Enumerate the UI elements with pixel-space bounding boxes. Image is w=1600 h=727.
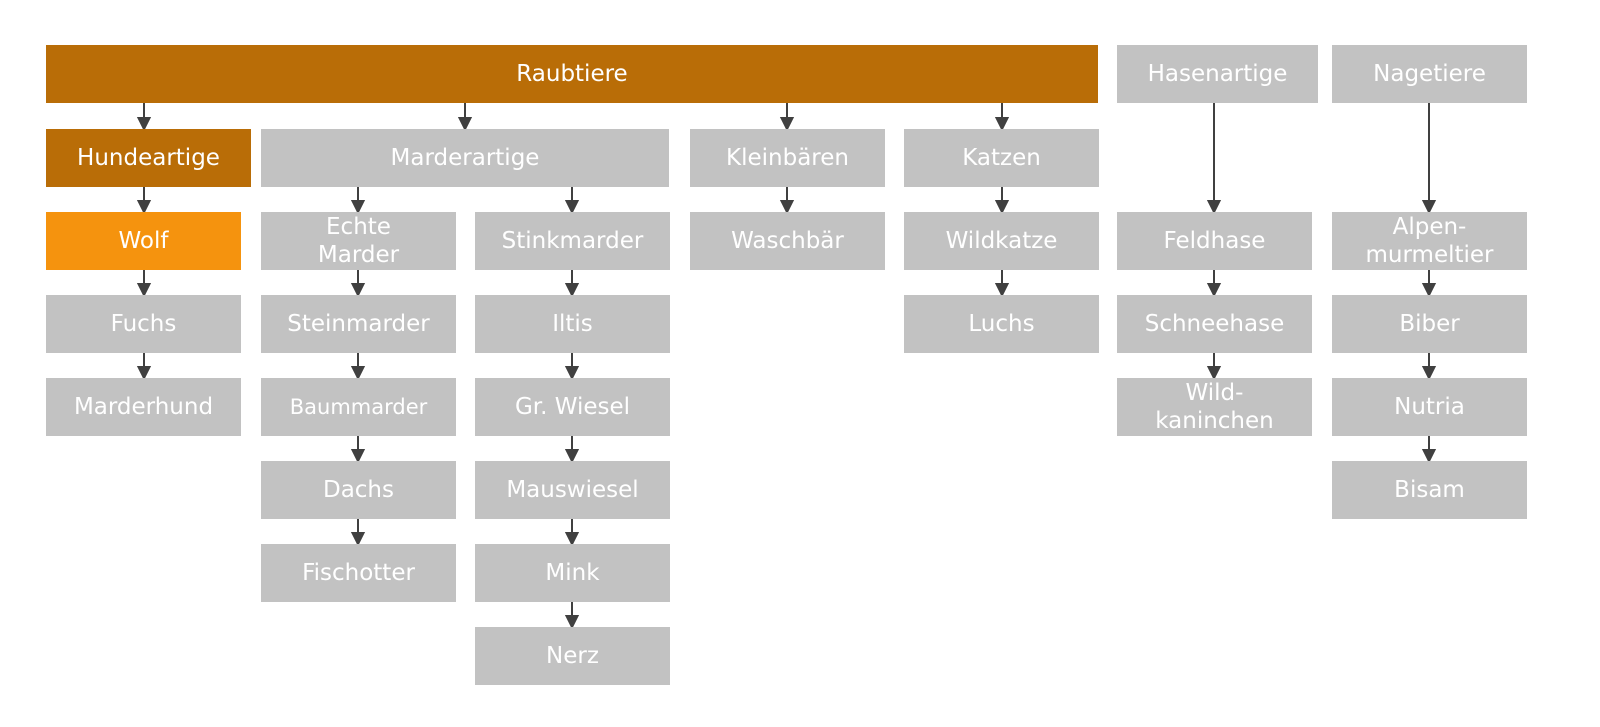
node-alpenmurmeltier: Alpen- murmeltier	[1332, 212, 1527, 270]
arrowhead-icon	[1421, 200, 1437, 215]
arrowhead-icon	[136, 366, 152, 381]
arrowhead-icon	[1206, 200, 1222, 215]
arrowhead-icon	[564, 532, 580, 547]
node-stinkmarder: Stinkmarder	[475, 212, 670, 270]
node-hasenartige: Hasenartige	[1117, 45, 1318, 103]
arrowhead-icon	[136, 200, 152, 215]
arrowhead-icon	[350, 200, 366, 215]
node-gr-wiesel: Gr. Wiesel	[475, 378, 670, 436]
node-wildkaninchen: Wild- kaninchen	[1117, 378, 1312, 436]
arrowhead-icon	[350, 283, 366, 298]
node-hundeartige: Hundeartige	[46, 129, 251, 187]
node-bisam: Bisam	[1332, 461, 1527, 519]
arrowhead-icon	[994, 117, 1010, 132]
node-wildkatze: Wildkatze	[904, 212, 1099, 270]
arrowhead-icon	[457, 117, 473, 132]
arrowhead-icon	[350, 532, 366, 547]
arrowhead-icon	[136, 283, 152, 298]
node-schneehase: Schneehase	[1117, 295, 1312, 353]
node-feldhase: Feldhase	[1117, 212, 1312, 270]
node-fuchs: Fuchs	[46, 295, 241, 353]
node-mink: Mink	[475, 544, 670, 602]
node-wolf: Wolf	[46, 212, 241, 270]
node-nagetiere: Nagetiere	[1332, 45, 1527, 103]
node-biber: Biber	[1332, 295, 1527, 353]
node-steinmarder: Steinmarder	[261, 295, 456, 353]
node-baummarder: Baummarder	[261, 378, 456, 436]
arrowhead-icon	[564, 283, 580, 298]
arrowhead-icon	[1206, 366, 1222, 381]
arrowhead-icon	[564, 200, 580, 215]
arrowhead-icon	[1421, 283, 1437, 298]
arrowhead-icon	[779, 200, 795, 215]
node-luchs: Luchs	[904, 295, 1099, 353]
arrowhead-icon	[136, 117, 152, 132]
node-waschbaer: Waschbär	[690, 212, 885, 270]
arrowhead-icon	[350, 366, 366, 381]
arrowhead-icon	[564, 366, 580, 381]
node-raubtiere: Raubtiere	[46, 45, 1098, 103]
node-dachs: Dachs	[261, 461, 456, 519]
arrowhead-icon	[350, 449, 366, 464]
arrowhead-icon	[994, 200, 1010, 215]
node-echte-marder: Echte Marder	[261, 212, 456, 270]
node-marderhund: Marderhund	[46, 378, 241, 436]
arrowhead-icon	[779, 117, 795, 132]
node-kleinbaeren: Kleinbären	[690, 129, 885, 187]
arrow-group	[136, 103, 1437, 630]
node-katzen: Katzen	[904, 129, 1099, 187]
node-fischotter: Fischotter	[261, 544, 456, 602]
node-nutria: Nutria	[1332, 378, 1527, 436]
arrowhead-icon	[564, 615, 580, 630]
arrowhead-icon	[1206, 283, 1222, 298]
node-mauswiesel: Mauswiesel	[475, 461, 670, 519]
node-nerz: Nerz	[475, 627, 670, 685]
arrowhead-icon	[1421, 449, 1437, 464]
node-iltis: Iltis	[475, 295, 670, 353]
arrowhead-icon	[994, 283, 1010, 298]
node-marderartige: Marderartige	[261, 129, 669, 187]
arrowhead-icon	[1421, 366, 1437, 381]
arrowhead-icon	[564, 449, 580, 464]
